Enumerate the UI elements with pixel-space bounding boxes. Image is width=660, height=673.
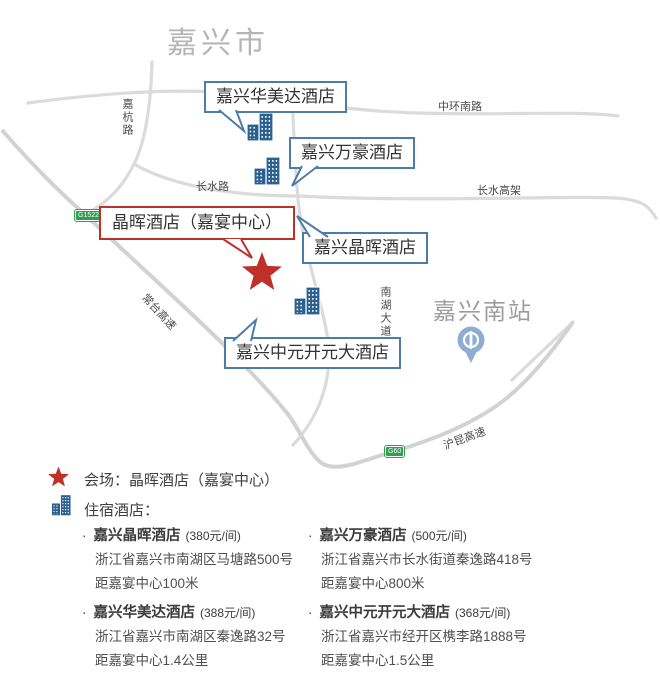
legend-hotels-heading: 住宿酒店： [84,502,160,519]
hotel-name-line: · 嘉兴晶晖酒店 (380元/间) [82,524,308,548]
hotel-name: 嘉兴华美达酒店 [93,605,196,621]
road-label-changshui-viaduct: 长水高架 [477,185,521,197]
map-label-venue: 晶晖酒店（嘉宴中心） [99,206,295,241]
hotel-name: 嘉兴中元开元大酒店 [319,605,451,621]
road-label-hukun-expressway: 沪昆高速 [442,425,488,453]
legend-star-icon [47,466,70,489]
hotel-building-icon-ramada [244,112,278,144]
road-label-changtai-expressway: 常台高速 [139,292,178,333]
legend-building-icon [49,494,75,518]
highway-badge-g60: G60 [383,445,406,458]
road-label-zhonghuan: 中环南路 [438,101,482,113]
hotel-entry-marriott: · 嘉兴万豪酒店 (500元/间) 浙江省嘉兴市长水街道秦逸路418号 距嘉宴中心8… [308,524,533,596]
map-label-jinghui: 嘉兴晶晖酒店 [302,232,428,265]
road-label-nanhu-avenue: 南湖大道 [379,286,391,338]
hotel-address: 浙江省嘉兴市南湖区马塘路500号 [95,552,294,567]
city-title: 嘉兴市 [167,27,269,60]
hotel-price: (380元/间) [185,529,241,543]
map-label-ramada: 嘉兴华美达酒店 [204,81,347,114]
legend-venue-label: 会场：晶晖酒店（嘉宴中心） [84,472,280,489]
bullet: · [308,605,313,620]
hotel-price: (500元/间) [411,529,467,543]
hotel-name-line: · 嘉兴中元开元大酒店 (368元/间) [308,601,533,625]
hotel-name: 嘉兴万豪酒店 [319,528,407,544]
railway-station-icon [457,326,485,363]
bullet: · [82,605,87,620]
station-title: 嘉兴南站 [433,298,533,324]
hotel-building-icon-new-century [291,286,325,318]
road-label-jiahang: 嘉杭路 [121,98,133,137]
bullet: · [308,528,313,543]
legend-hotel-list: · 嘉兴晶晖酒店 (380元/间) 浙江省嘉兴市南湖区马塘路500号 距嘉宴中心10… [82,524,533,673]
road-jiahang [78,60,154,220]
hotel-address: 浙江省嘉兴市南湖区秦逸路32号 [95,629,286,644]
hotel-distance: 距嘉宴中心1.4公里 [95,653,209,668]
map-label-new-century: 嘉兴中元开元大酒店 [224,337,401,370]
hotel-price: (368元/间) [455,606,511,620]
highway-badge-g1522: G1522 [73,209,104,222]
hotel-price: (388元/间) [200,606,256,620]
venue-star-icon [240,251,284,295]
map-label-marriott: 嘉兴万豪酒店 [289,137,415,170]
rail-spur [510,320,575,382]
hotel-name-line: · 嘉兴华美达酒店 (388元/间) [82,601,308,625]
hotel-entry-ramada: · 嘉兴华美达酒店 (388元/间) 浙江省嘉兴市南湖区秦逸路32号 距嘉宴中心1.… [82,601,308,673]
bullet: · [82,528,87,543]
hotel-address: 浙江省嘉兴市经开区槜李路1888号 [321,629,527,644]
hotel-name-line: · 嘉兴万豪酒店 (500元/间) [308,524,533,548]
road-label-changshui: 长水路 [196,181,229,193]
hotel-distance: 距嘉宴中心1.5公里 [321,653,435,668]
hotel-address: 浙江省嘉兴市长水街道秦逸路418号 [321,552,533,567]
hotel-distance: 距嘉宴中心100米 [95,576,199,591]
hotel-distance: 距嘉宴中心800米 [321,576,425,591]
hotel-building-icon-marriott [251,156,285,188]
hotel-entry-new-century: · 嘉兴中元开元大酒店 (368元/间) 浙江省嘉兴市经开区槜李路1888号 距嘉宴… [308,601,533,673]
hotel-entry-jinghui: · 嘉兴晶晖酒店 (380元/间) 浙江省嘉兴市南湖区马塘路500号 距嘉宴中心10… [82,524,308,596]
hotel-name: 嘉兴晶晖酒店 [93,528,181,544]
